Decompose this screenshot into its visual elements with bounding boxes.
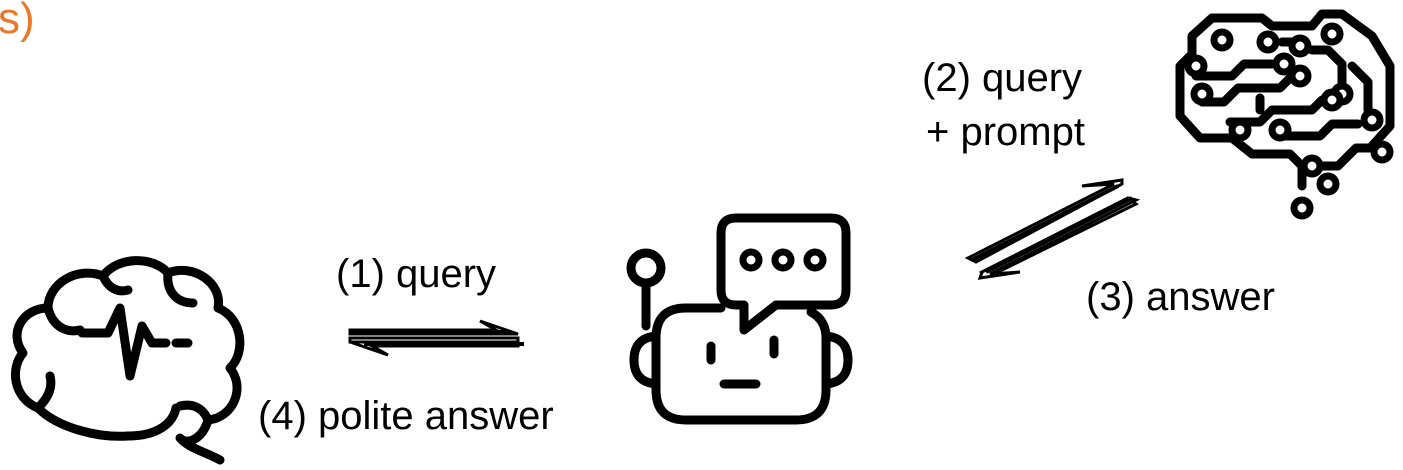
robot-chat-icon <box>626 213 853 425</box>
brain-pulse-icon <box>11 256 245 465</box>
step-2-label-line-1: (2) query <box>922 56 1083 100</box>
step-3-label: (3) answer <box>1086 275 1275 319</box>
diagonal-exchange-arrows-icon <box>964 178 1141 280</box>
exchange-arrows-icon <box>348 319 524 357</box>
circuit-brain-icon <box>1175 9 1395 220</box>
step-2-label-line-2: + prompt <box>926 110 1085 154</box>
corner-fragment-text: s) <box>0 0 35 43</box>
step-1-label: (1) query <box>336 252 497 296</box>
step-4-label: (4) polite answer <box>258 394 554 438</box>
